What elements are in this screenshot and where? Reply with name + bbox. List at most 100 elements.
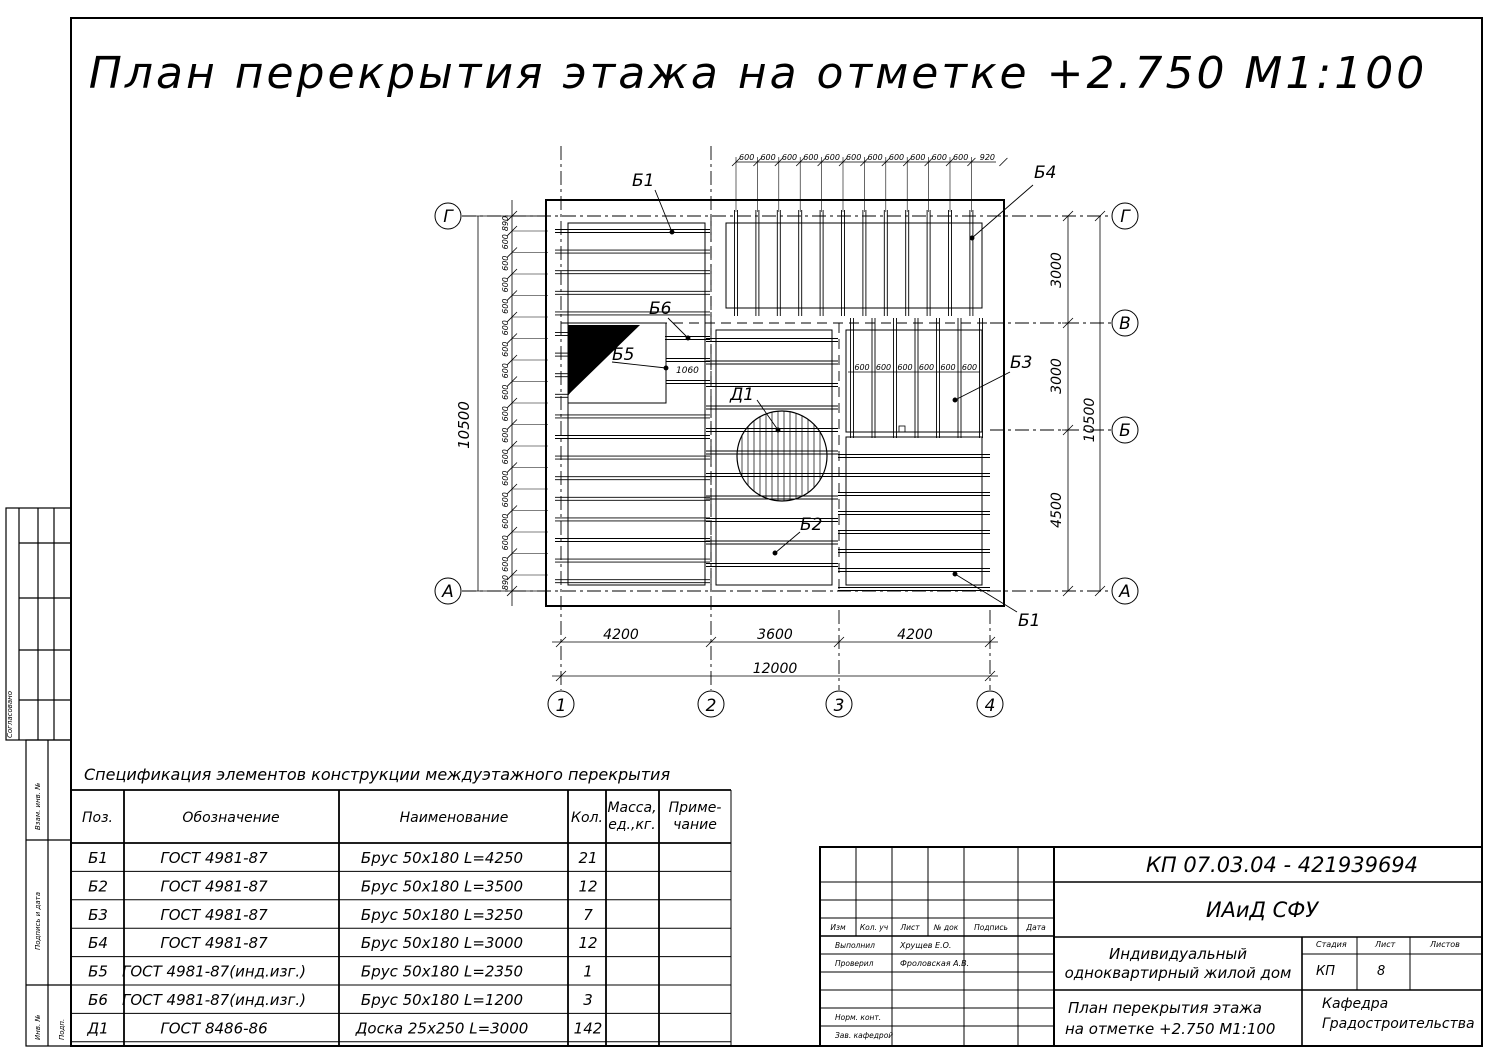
spec-cell: 1 [583,963,593,981]
beam-b4 [883,210,888,316]
label-b5: Б5 [612,345,634,365]
axis-1: 1 [556,696,567,716]
label-b2: Б2 [800,515,822,535]
beam-b1 [555,229,710,233]
top-tick [945,157,955,167]
spec-cell: 21 [578,849,597,867]
stamp-col-header: Лист [899,923,920,932]
top-tick [753,157,762,167]
top-tick [999,157,1008,167]
beam-b1 [838,473,990,477]
top-tick [838,157,848,167]
beam-b4 [862,210,867,316]
label-b5-length: 1060 [676,366,699,376]
spec-cell: ГОСТ 4981-87 [160,934,268,952]
spec-header-name: Наименование [400,810,509,826]
beam-b1-stub [555,393,568,398]
beam-b4 [734,210,738,316]
spec-header-qty: Кол. [571,810,603,826]
right-dimension-chain [1062,210,1106,597]
spec-cell: 12 [578,877,597,895]
left-step-label: 600 [501,277,510,292]
beam-b4 [926,210,931,316]
stamp-col-header: Изм [830,923,846,932]
stamp-stage: КП [1316,964,1335,979]
spec-cell: Б2 [88,877,108,895]
spec-cell: Брус 50х180 L=3250 [361,906,523,924]
left-step-label: 600 [501,514,510,529]
spec-cell: 12 [578,934,597,952]
spec-title: Спецификация элементов конструкции между… [84,765,670,784]
spec-cell: ГОСТ 4981-87(инд.изг.) [122,991,306,1009]
beam-b4 [755,210,760,316]
b3-step-label: 600 [854,363,869,372]
spec-cell: ГОСТ 4981-87 [160,877,268,895]
top-step-label: 920 [980,153,995,162]
spec-cell: Б3 [88,906,108,924]
top-tick [774,157,784,167]
beam-b4 [948,210,952,316]
stamp-name-1: Хрущев Е.О. [899,941,951,950]
bottom-span-1: 4200 [603,627,639,643]
stamp-dept-1: Кафедра [1322,996,1388,1012]
label-d1: Д1 [729,385,754,405]
stamp-object-2: одноквартирный жилой дом [1065,964,1292,982]
spec-header-pos: Поз. [82,810,113,826]
beam-b1 [555,414,710,419]
beam-b4 [969,210,974,316]
beam-b1 [555,311,710,316]
top-step-label: 600 [867,153,882,162]
top-step-label: 600 [739,153,754,162]
left-step-ticks: 8906006006006006006006006006006006006006… [501,210,548,597]
b3-step-label: 600 [919,363,934,372]
axis-3: 3 [834,696,845,716]
beam-b1 [555,538,710,542]
left-step-label: 600 [501,299,510,314]
beam-b1 [838,511,990,515]
beam-b1 [555,579,710,584]
top-step-label: 600 [889,153,904,162]
stamp-role: Выполнил [835,941,875,950]
top-tick [902,157,912,167]
axis-4: 4 [985,696,996,716]
top-step-label: 600 [846,153,861,162]
spec-cell: Брус 50х180 L=3000 [361,934,523,952]
beams-layer [555,210,990,591]
beam-b2 [706,383,838,387]
beam-b6 [666,380,710,384]
spec-cell: ГОСТ 4981-87 [160,906,268,924]
spec-cell: ГОСТ 4981-87(инд.изг.) [122,963,306,981]
beam-b3 [957,318,962,438]
beam-b1 [838,587,990,591]
b3-step-label: 600 [940,363,955,372]
spec-cell: Д1 [86,1019,108,1037]
beam-b2 [706,338,838,342]
top-tick [924,157,933,167]
beam-b3 [914,318,919,438]
label-b4: Б4 [1034,163,1056,183]
beam-b2 [706,540,838,545]
staircase-boards [741,411,821,501]
beam-b2 [706,563,838,567]
beam-b1-stub [555,332,568,336]
left-step-label: 600 [501,406,510,421]
beam-b3 [871,318,876,438]
beam-b2 [706,360,838,365]
side-inv-orig-label: Инв. № [34,1014,42,1040]
beam-b1 [555,270,710,275]
stamp-col-header: Подпись [974,923,1008,932]
sheet-frame [70,17,1483,1047]
left-step-label: 890 [501,216,510,231]
beam-b1 [555,455,710,460]
spec-cell: ГОСТ 8486-86 [160,1019,267,1037]
left-step-label: 600 [501,234,510,249]
stamp-role: Норм. конт. [835,1013,881,1022]
bottom-total-dim: 12000 [753,661,798,677]
